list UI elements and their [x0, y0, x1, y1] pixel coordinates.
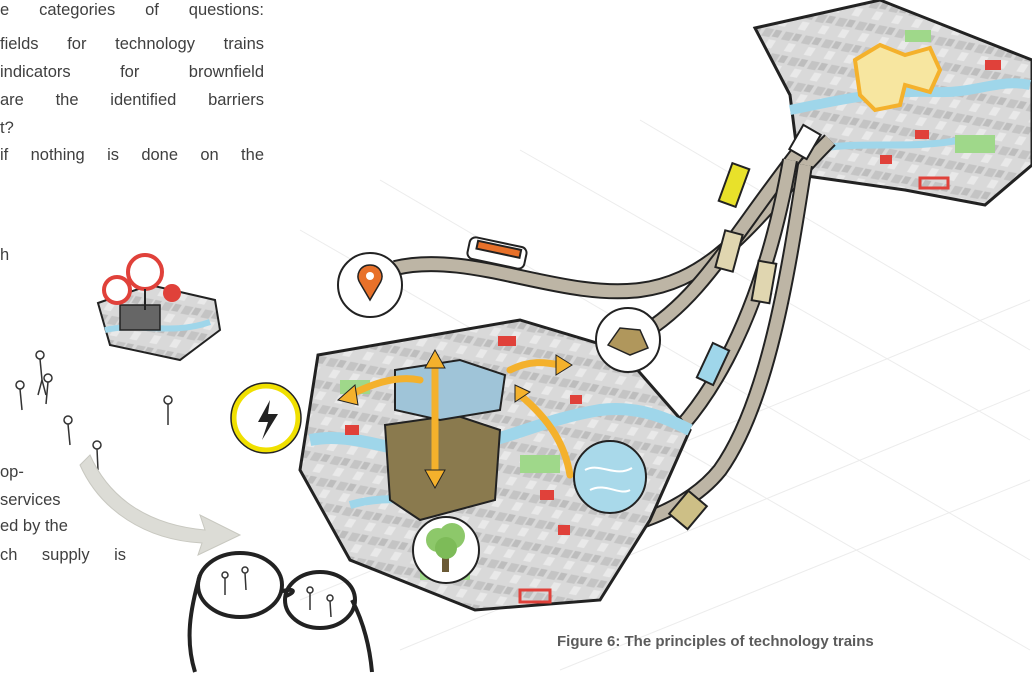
body-text-line: h [0, 246, 10, 264]
water-icon [573, 440, 647, 514]
body-text-line: e categories of questions: [0, 1, 264, 19]
body-text-line: op- [0, 463, 24, 481]
body-text-line: if nothing is done on the [0, 146, 264, 164]
body-text-line: ed by the [0, 517, 68, 535]
body-text-line: indicators for brownfield [0, 63, 264, 81]
train-wagons [466, 123, 823, 531]
body-text-line: ch supply is [0, 546, 126, 564]
tree-icon [412, 516, 480, 584]
body-text-line: are the identified barriers [0, 91, 264, 109]
barriers-map [96, 283, 222, 362]
body-text-line: services [0, 491, 61, 509]
arrow-heads [336, 348, 573, 490]
glasses-icon [187, 551, 374, 673]
location-pin-icon [337, 252, 403, 318]
transform-arrow [79, 454, 242, 556]
people-sketches [15, 350, 173, 471]
figure-caption: Figure 6: The principles of technology t… [557, 633, 874, 650]
body-text-line: fields for technology trains [0, 35, 264, 53]
brownfield-site-map [298, 318, 693, 612]
people-in-glasses [221, 566, 334, 618]
soil-icon [595, 307, 661, 373]
body-text-line: t? [0, 119, 14, 137]
warning-signs-icon [102, 253, 181, 310]
lightning-icon [230, 382, 302, 454]
